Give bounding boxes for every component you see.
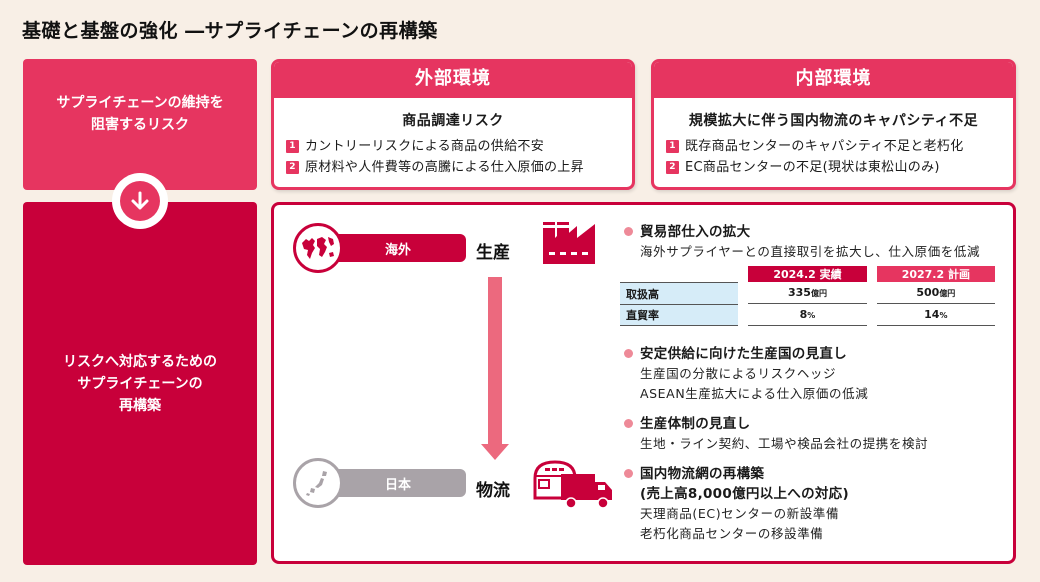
bullet-dot-icon bbox=[624, 469, 633, 478]
initiative-trade-procurement: 貿易部仕入の拡大 海外サプライヤーとの直接取引を拡大し、仕入原価を低減 bbox=[624, 222, 980, 262]
metrics-table: 2024.2 実績 2027.2 計画 取扱高 335億円 500億円 直貿率 … bbox=[620, 266, 995, 326]
initiative-title: 安定供給に向けた生産国の見直し bbox=[624, 344, 868, 364]
initiative-desc: 天理商品(EC)センターの新設準備 bbox=[640, 506, 840, 521]
warehouse-truck-icon bbox=[533, 458, 615, 514]
risk-box: サプライチェーンの維持を 阻害するリスク bbox=[23, 59, 257, 190]
list-item-text: カントリーリスクによる商品の供給不安 bbox=[305, 139, 545, 154]
table-cell: 500億円 bbox=[876, 282, 995, 304]
cell-value: 500 bbox=[916, 286, 940, 299]
arrow-down-icon bbox=[131, 191, 149, 210]
response-box-line3: 再構築 bbox=[119, 397, 161, 414]
number-badge: 1 bbox=[286, 140, 299, 153]
list-item-text: EC商品センターの不足(現状は東松山のみ) bbox=[685, 160, 940, 175]
overseas-pill: 海外 bbox=[330, 234, 466, 262]
logistics-label: 物流 bbox=[476, 481, 510, 501]
number-badge: 1 bbox=[666, 140, 679, 153]
cell-value: 335 bbox=[788, 286, 811, 299]
response-box: リスクへ対応するための サプライチェーンの 再構築 bbox=[23, 202, 257, 565]
initiative-title-text: 貿易部仕入の拡大 bbox=[640, 224, 751, 240]
internal-environment-card: 内部環境 規模拡大に伴う国内物流のキャパシティ不足 1 既存商品センターのキャパ… bbox=[651, 59, 1016, 190]
internal-environment-subtitle: 規模拡大に伴う国内物流のキャパシティ不足 bbox=[688, 113, 979, 129]
list-item: 2 EC商品センターの不足(現状は東松山のみ) bbox=[666, 157, 1013, 178]
initiative-production-country: 安定供給に向けた生産国の見直し 生産国の分散によるリスクヘッジ ASEAN生産拡… bbox=[624, 344, 868, 404]
japan-label: 日本 bbox=[384, 477, 411, 493]
risk-box-line2: 阻害するリスク bbox=[91, 116, 189, 133]
row-label: 直貿率 bbox=[620, 304, 739, 326]
row-label: 取扱高 bbox=[620, 282, 739, 304]
cell-unit: % bbox=[939, 311, 948, 320]
table-cell: 8% bbox=[748, 304, 867, 326]
flow-arrow bbox=[488, 277, 502, 445]
cell-unit: % bbox=[807, 311, 816, 320]
world-map-icon bbox=[293, 223, 343, 273]
list-item: 2 原材料や人件費等の高騰による仕入原価の上昇 bbox=[286, 157, 632, 178]
bullet-dot-icon bbox=[624, 349, 633, 358]
list-item-text: 原材料や人件費等の高騰による仕入原価の上昇 bbox=[305, 160, 584, 175]
initiative-title-text: 生産体制の見直し bbox=[640, 416, 751, 432]
cell-unit: 億円 bbox=[810, 289, 827, 298]
table-cell: 335億円 bbox=[748, 282, 867, 304]
external-environment-header: 外部環境 bbox=[274, 62, 632, 98]
table-row: 取扱高 335億円 500億円 bbox=[620, 282, 995, 304]
overseas-label: 海外 bbox=[384, 242, 411, 258]
restructuring-panel bbox=[271, 202, 1016, 564]
response-box-line2: サプライチェーンの bbox=[77, 375, 203, 392]
internal-environment-header: 内部環境 bbox=[654, 62, 1013, 98]
initiative-production-system: 生産体制の見直し 生地・ライン契約、工場や検品会社の提携を検討 bbox=[624, 414, 928, 454]
initiative-title: 貿易部仕入の拡大 bbox=[624, 222, 980, 242]
factory-icon bbox=[543, 222, 597, 268]
response-box-line1: リスクへ対応するための bbox=[63, 353, 217, 370]
flow-arrow-head-icon bbox=[481, 444, 509, 460]
external-environment-subtitle: 商品調達リスク bbox=[402, 113, 504, 129]
initiative-desc: 生地・ライン契約、工場や検品会社の提携を検討 bbox=[640, 436, 929, 451]
initiative-desc: 生産国の分散によるリスクヘッジ bbox=[640, 366, 837, 381]
list-item: 1 カントリーリスクによる商品の供給不安 bbox=[286, 136, 632, 157]
bullet-dot-icon bbox=[624, 419, 633, 428]
initiative-title: 国内物流網の再構築 bbox=[624, 464, 849, 484]
initiative-desc: ASEAN生産拡大による仕入原価の低減 bbox=[640, 386, 869, 401]
table-cell: 14% bbox=[876, 304, 995, 326]
internal-environment-list: 1 既存商品センターのキャパシティ不足と老朽化 2 EC商品センターの不足(現状… bbox=[654, 136, 1013, 178]
cell-value: 14 bbox=[924, 308, 940, 321]
initiative-title-text: 国内物流網の再構築 bbox=[640, 466, 765, 482]
initiative-desc: 老朽化商品センターの移設準備 bbox=[640, 526, 824, 541]
number-badge: 2 bbox=[286, 161, 299, 174]
arrow-down-circle-icon bbox=[112, 173, 168, 229]
initiative-desc: 海外サプライヤーとの直接取引を拡大し、仕入原価を低減 bbox=[640, 244, 981, 259]
production-label: 生産 bbox=[476, 243, 510, 263]
japan-pill: 日本 bbox=[330, 469, 466, 497]
cell-unit: 億円 bbox=[939, 289, 956, 298]
external-environment-card: 外部環境 商品調達リスク 1 カントリーリスクによる商品の供給不安 2 原材料や… bbox=[271, 59, 635, 190]
table-row: 直貿率 8% 14% bbox=[620, 304, 995, 326]
cell-value: 8 bbox=[799, 308, 808, 321]
japan-map-icon bbox=[293, 458, 343, 508]
list-item-text: 既存商品センターのキャパシティ不足と老朽化 bbox=[685, 139, 964, 154]
initiative-title-text: 安定供給に向けた生産国の見直し bbox=[640, 346, 847, 362]
external-environment-list: 1 カントリーリスクによる商品の供給不安 2 原材料や人件費等の高騰による仕入原… bbox=[274, 136, 632, 178]
column-header: 2027.2 計画 bbox=[876, 266, 995, 282]
column-header: 2024.2 実績 bbox=[748, 266, 867, 282]
initiative-title: 生産体制の見直し bbox=[624, 414, 928, 434]
number-badge: 2 bbox=[666, 161, 679, 174]
initiative-domestic-logistics: 国内物流網の再構築 (売上高8,000億円以上への対応) 天理商品(EC)センタ… bbox=[624, 464, 849, 544]
risk-box-line1: サプライチェーンの維持を bbox=[56, 94, 224, 111]
bullet-dot-icon bbox=[624, 227, 633, 236]
page-title: 基礎と基盤の強化 ―サプライチェーンの再構築 bbox=[22, 20, 438, 42]
initiative-title-line2: (売上高8,000億円以上への対応) bbox=[640, 486, 849, 502]
list-item: 1 既存商品センターのキャパシティ不足と老朽化 bbox=[666, 136, 1013, 157]
